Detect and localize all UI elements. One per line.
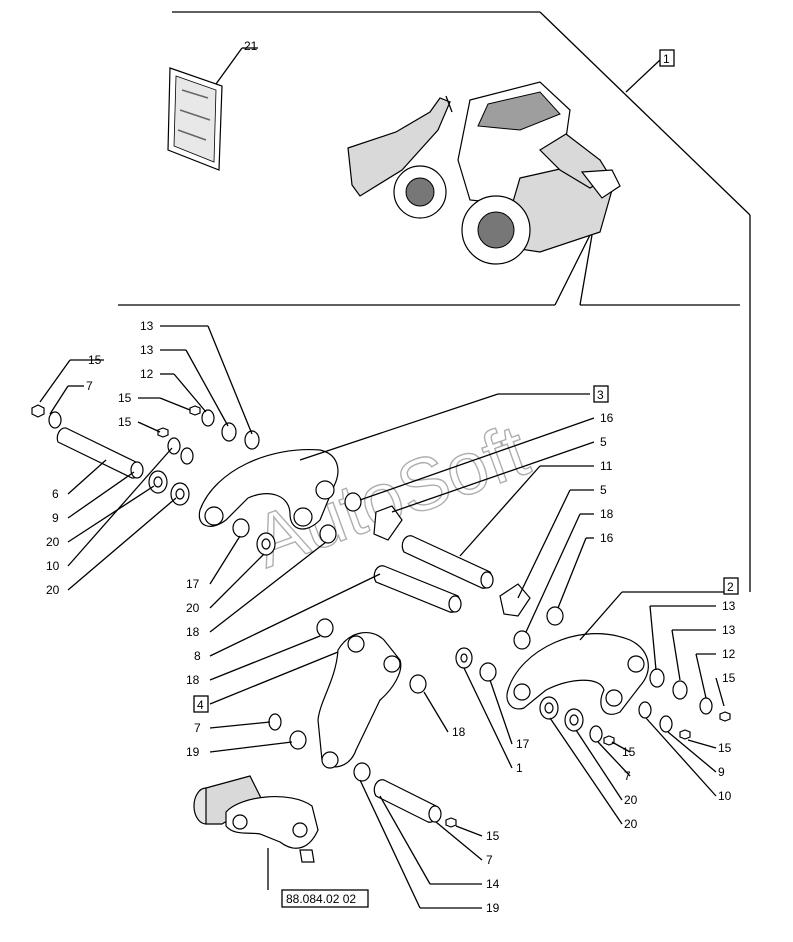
- callout-15: 15: [486, 829, 500, 843]
- callout-20: 20: [46, 535, 60, 549]
- callout-13: 13: [722, 623, 736, 637]
- callout-12: 12: [722, 647, 736, 661]
- callout-13: 13: [722, 599, 736, 613]
- upper-link: [198, 448, 403, 556]
- callout-15: 15: [718, 741, 732, 755]
- callout-20: 20: [624, 793, 638, 807]
- callout-20: 20: [46, 583, 60, 597]
- lower-link: [268, 618, 457, 828]
- callout-20: 20: [624, 817, 638, 831]
- reference-code: 88.084.02 02: [286, 892, 356, 906]
- callout-7: 7: [86, 379, 93, 393]
- callout-21: 21: [244, 39, 258, 53]
- callout-15: 15: [118, 391, 132, 405]
- backhoe-loader-illustration: [347, 81, 621, 265]
- callout-labels: 21 15 7 6 9 20 10 20 13 13 12 15 15 16 5…: [46, 39, 736, 915]
- callout-19: 19: [186, 745, 200, 759]
- callout-16: 16: [600, 531, 614, 545]
- box-label-1: 1: [663, 52, 670, 66]
- callout-18: 18: [186, 625, 200, 639]
- callout-12: 12: [140, 367, 154, 381]
- callout-18: 18: [452, 725, 466, 739]
- callout-8: 8: [194, 649, 201, 663]
- box-label-2: 2: [727, 580, 734, 594]
- callout-18: 18: [186, 673, 200, 687]
- left-pin-assembly: [31, 404, 194, 506]
- callout-15: 15: [722, 671, 736, 685]
- callout-18: 18: [600, 507, 614, 521]
- callout-6: 6: [52, 487, 59, 501]
- reference-code-box: 88.084.02 02: [267, 880, 369, 908]
- right-link: [455, 633, 731, 746]
- callout-1: 1: [516, 761, 523, 775]
- callout-9: 9: [52, 511, 59, 525]
- callout-13: 13: [140, 343, 154, 357]
- callout-9: 9: [718, 765, 725, 779]
- callout-14: 14: [486, 877, 500, 891]
- upper-washers: [157, 405, 260, 450]
- manual-booklet: [167, 67, 223, 171]
- callout-16: 16: [600, 411, 614, 425]
- long-pins: [373, 535, 564, 650]
- callout-11: 11: [600, 459, 613, 473]
- leader-lines: [39, 47, 730, 909]
- callout-5: 5: [600, 435, 607, 449]
- callout-17: 17: [186, 577, 200, 591]
- callout-13: 13: [140, 319, 154, 333]
- callout-5: 5: [600, 483, 607, 497]
- callout-7: 7: [194, 721, 201, 735]
- frame-lines: [118, 11, 751, 592]
- boxed-labels: 1 2 3 4: [193, 49, 739, 713]
- callout-17: 17: [516, 737, 530, 751]
- box-label-3: 3: [597, 388, 604, 402]
- box-label-4: 4: [197, 698, 204, 712]
- callout-20: 20: [186, 601, 200, 615]
- callout-10: 10: [46, 559, 60, 573]
- callout-15: 15: [622, 745, 636, 759]
- callout-15: 15: [88, 353, 102, 367]
- reference-assembly: [193, 775, 319, 880]
- callout-15: 15: [118, 415, 132, 429]
- callout-19: 19: [486, 901, 500, 915]
- callout-10: 10: [718, 789, 732, 803]
- callout-7: 7: [486, 853, 493, 867]
- callout-7: 7: [624, 769, 631, 783]
